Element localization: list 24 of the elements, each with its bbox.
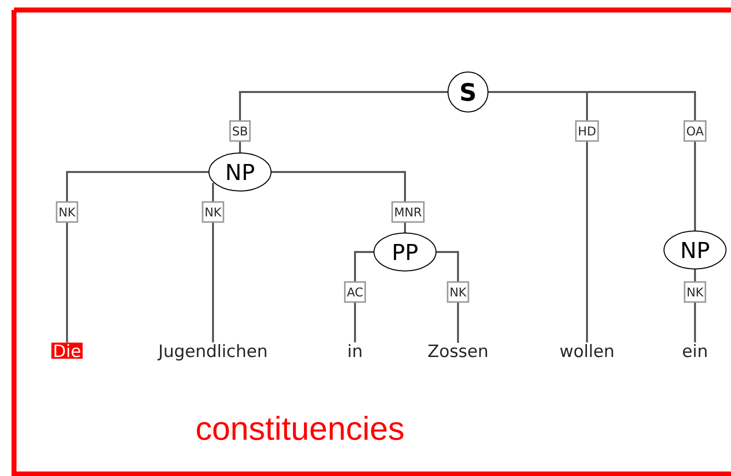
highlighted-word: Die	[51, 342, 83, 359]
word: in	[348, 344, 362, 357]
edge-label: OA	[684, 120, 706, 142]
tree-branch	[66, 171, 208, 342]
word: Jugendlichen	[157, 344, 266, 361]
tree-branch	[488, 91, 696, 230]
caption: constituencies	[196, 416, 404, 440]
word: Zossen	[428, 344, 488, 358]
edge-label: MNR	[391, 201, 425, 223]
edge-label: AC	[344, 281, 366, 303]
tree-branch	[694, 270, 696, 342]
word: wollen	[560, 344, 614, 358]
tree-branch	[212, 183, 214, 342]
edge-label: SB	[229, 120, 251, 142]
tree-branch	[239, 91, 448, 152]
tree-branch	[436, 251, 459, 343]
word: ein	[682, 344, 707, 358]
edge-label: NK	[684, 281, 706, 303]
edge-label: HD	[575, 120, 599, 142]
edge-label: NK	[202, 201, 224, 223]
tree-branch	[354, 251, 374, 342]
edge-label: NK	[56, 201, 78, 223]
edge-label: NK	[446, 281, 470, 303]
tree-branch	[272, 171, 406, 232]
